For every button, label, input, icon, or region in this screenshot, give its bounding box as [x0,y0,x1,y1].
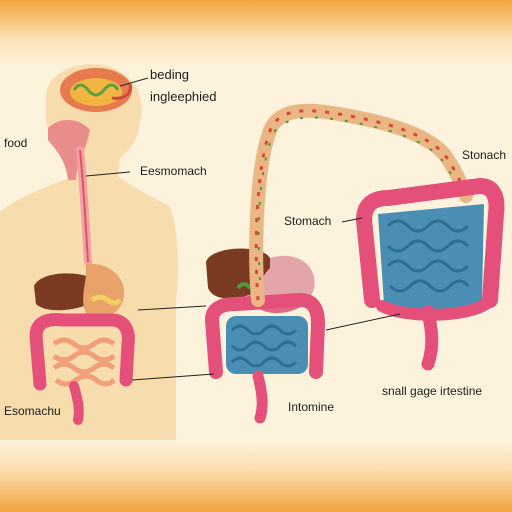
label-stomach: Stomach [284,214,332,228]
left-colon [29,313,135,391]
label-eesmomach: Eesmomach [140,164,207,178]
right-colon [355,177,505,308]
leader-stomach [341,217,363,223]
leader-right [325,313,401,331]
leader-beding [119,77,149,87]
label-stonach: Stonach [462,148,507,162]
label-beding: beding [150,67,190,82]
middle-green-accent [236,282,252,290]
mouth-cavity [48,119,90,180]
label-food: food [4,136,28,150]
left-liver [34,273,99,311]
label-small-gage-intestine: snall gage irtestine [382,384,483,398]
left-small-intestine [52,337,116,387]
label-esomachu: Esomachu [4,404,61,418]
leader-eesmomach [85,171,131,177]
leader-middle-2 [131,373,215,381]
brain-stem [111,83,132,100]
left-stomach-contents [90,294,122,306]
esophagus-core [79,149,89,263]
right-rectum [421,305,439,371]
left-rectum [69,381,84,425]
label-ingleephied: ingleephied [150,89,217,104]
middle-colon [204,292,326,379]
brain-inner [70,78,122,106]
right-small-intestine-loops [386,219,470,293]
middle-small-intestine-loops [230,324,298,368]
right-small-intestine [378,204,484,311]
arching-tube-pattern [254,109,468,301]
middle-rectum [252,370,268,424]
label-intomine: Intomine [288,400,335,414]
brain-folds [72,83,120,97]
leader-middle-1 [137,305,207,311]
